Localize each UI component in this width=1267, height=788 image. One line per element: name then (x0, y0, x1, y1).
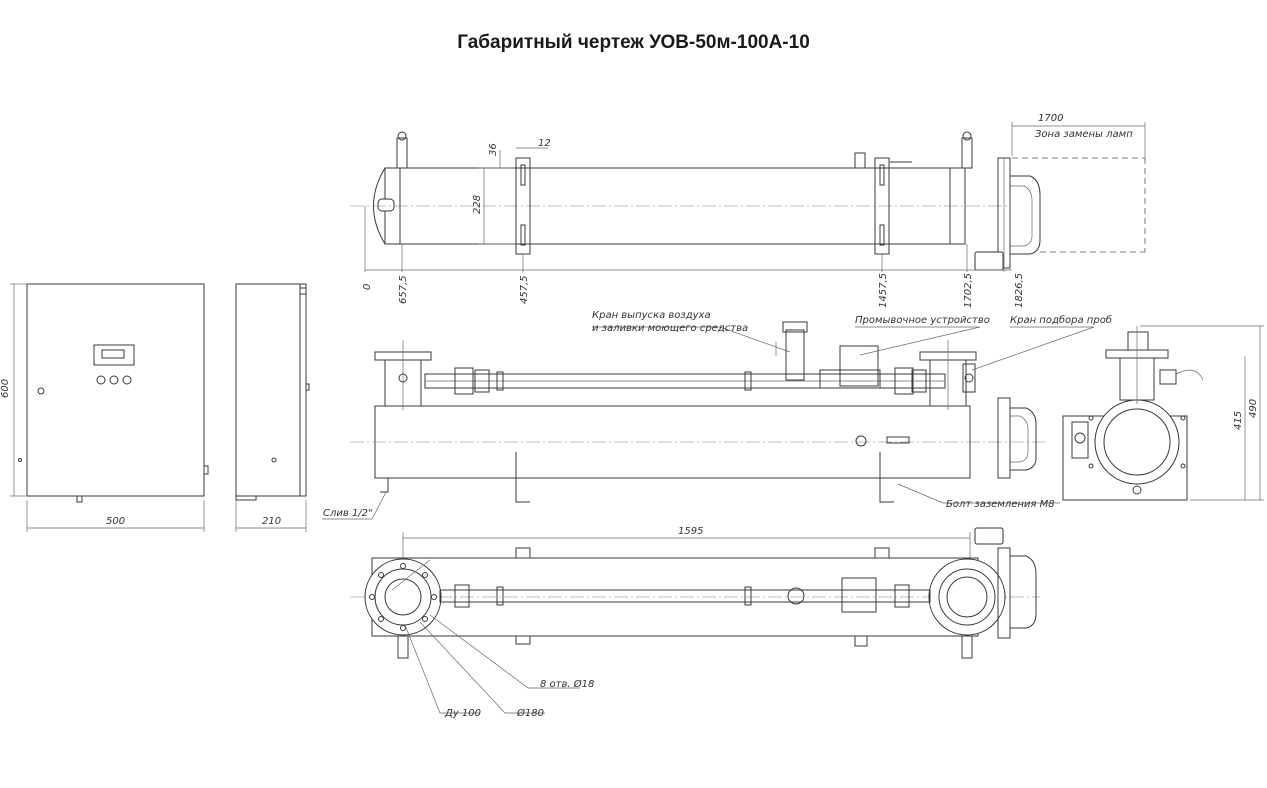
dim-490: 490 (1248, 399, 1259, 418)
dim-x0: 0 (362, 284, 373, 290)
drawing-title: Габаритный чертеж УОВ-50м-100А-10 (457, 32, 810, 53)
dim-1595: 1595 (678, 526, 703, 537)
dim-12: 12 (538, 138, 551, 149)
label-air-valve-1: Кран выпуска воздуха (592, 310, 711, 321)
dim-cab-height: 600 (0, 379, 11, 398)
side-view: 415 490 (1062, 325, 1264, 501)
label-dn: Ду 100 (444, 708, 481, 719)
dim-x5: 1826,5 (1014, 273, 1025, 308)
dim-x1: 657,5 (398, 275, 409, 304)
dim-cab-depth: 210 (262, 516, 281, 527)
dim-x4: 1702,5 (963, 273, 974, 308)
top-view: 1700 Зона замены ламп 36 12 228 0 657,5 … (350, 113, 1146, 308)
dim-lamp-zone-label: Зона замены ламп (1035, 129, 1133, 140)
cabinet-front-view: 600 500 (0, 283, 209, 532)
dim-cab-width: 500 (106, 516, 125, 527)
dim-x3: 1457,5 (878, 273, 889, 308)
label-ground-bolt: Болт заземления М8 (946, 499, 1055, 510)
label-air-valve-2: и заливки моющего средства (592, 323, 748, 334)
cabinet-side-view: 210 (235, 283, 310, 532)
label-holes: 8 отв. Ø18 (540, 678, 594, 690)
label-sample-valve: Кран подбора проб (1010, 314, 1112, 326)
plan-view: 1595 (350, 526, 1040, 719)
label-d180: Ø180 (516, 707, 544, 719)
label-drain: Слив 1/2" (323, 508, 373, 519)
dim-36: 36 (488, 143, 499, 156)
front-view: Кран выпуска воздуха и заливки моющего с… (322, 310, 1112, 520)
label-flush-device: Промывочное устройство (855, 315, 990, 326)
dim-lamp-zone-len: 1700 (1038, 113, 1063, 124)
dim-415: 415 (1233, 411, 1244, 430)
dim-x2: 457,5 (519, 275, 530, 304)
dim-228: 228 (472, 195, 483, 214)
